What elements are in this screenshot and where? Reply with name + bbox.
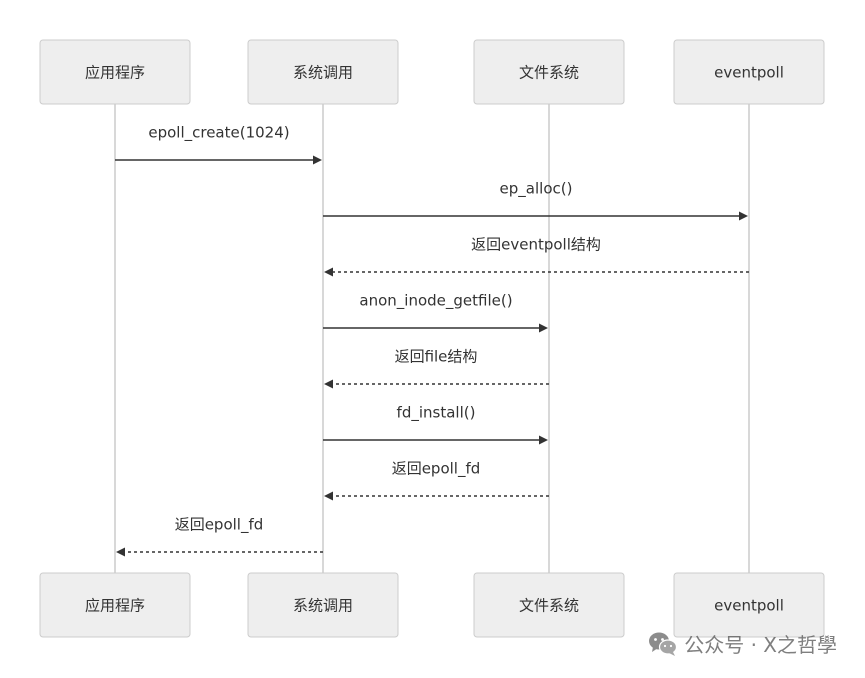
actor-label: 应用程序 xyxy=(85,64,145,82)
message-6: fd_install() xyxy=(323,404,548,445)
actor-box xyxy=(673,572,825,638)
actor-box xyxy=(247,572,399,638)
message-label: 返回epoll_fd xyxy=(392,460,481,479)
arrow-head-icon xyxy=(313,155,322,165)
actor-box xyxy=(247,39,399,105)
messages: epoll_create(1024) ep_alloc() 返回eventpoll结… xyxy=(115,124,749,557)
arrow-head-icon xyxy=(324,491,333,501)
actors-bottom: 应用程序 系统调用 文件系统 eventpoll xyxy=(39,572,825,638)
actor-label: eventpoll xyxy=(714,64,784,82)
arrow-head-icon xyxy=(539,323,548,333)
actor-box xyxy=(673,39,825,105)
actor-label: 系统调用 xyxy=(293,64,353,82)
watermark: 公众号 · X之哲學 xyxy=(648,629,837,658)
message-label: anon_inode_getfile() xyxy=(359,292,512,311)
lifelines xyxy=(114,104,750,573)
actor-app-bottom: 应用程序 xyxy=(39,572,191,638)
message-2: ep_alloc() xyxy=(323,180,748,221)
actor-fs-bottom: 文件系统 xyxy=(473,572,625,638)
actor-box xyxy=(473,39,625,105)
actor-eventpoll-bottom: eventpoll xyxy=(673,572,825,638)
actor-label: 系统调用 xyxy=(293,597,353,615)
wechat-icon xyxy=(648,631,678,657)
arrow-head-icon xyxy=(324,379,333,389)
arrow-head-icon xyxy=(539,435,548,445)
message-label: 返回eventpoll结构 xyxy=(471,236,601,254)
actor-label: 文件系统 xyxy=(519,597,579,615)
arrow-head-icon xyxy=(116,547,125,557)
actor-box xyxy=(39,39,191,105)
actor-app-top: 应用程序 xyxy=(39,39,191,105)
message-label: 返回file结构 xyxy=(395,348,478,366)
actor-fs-top: 文件系统 xyxy=(473,39,625,105)
message-label: fd_install() xyxy=(397,404,476,423)
message-4: anon_inode_getfile() xyxy=(323,292,548,333)
message-1: epoll_create(1024) xyxy=(115,124,322,165)
arrow-head-icon xyxy=(324,267,333,277)
message-label: ep_alloc() xyxy=(500,180,573,199)
message-7: 返回epoll_fd xyxy=(324,460,549,501)
watermark-text: 公众号 · X之哲學 xyxy=(684,633,837,657)
actor-eventpoll-top: eventpoll xyxy=(673,39,825,105)
actors-top: 应用程序 系统调用 文件系统 eventpoll xyxy=(39,39,825,105)
actor-syscall-top: 系统调用 xyxy=(247,39,399,105)
actor-label: 应用程序 xyxy=(85,597,145,615)
arrow-head-icon xyxy=(739,211,748,221)
message-label: 返回epoll_fd xyxy=(175,516,264,535)
message-8: 返回epoll_fd xyxy=(116,516,323,557)
actor-box xyxy=(473,572,625,638)
actor-label: 文件系统 xyxy=(519,64,579,82)
actor-syscall-bottom: 系统调用 xyxy=(247,572,399,638)
actor-box xyxy=(39,572,191,638)
message-3: 返回eventpoll结构 xyxy=(324,236,749,277)
message-label: epoll_create(1024) xyxy=(148,124,289,143)
actor-label: eventpoll xyxy=(714,597,784,615)
message-5: 返回file结构 xyxy=(324,348,549,389)
